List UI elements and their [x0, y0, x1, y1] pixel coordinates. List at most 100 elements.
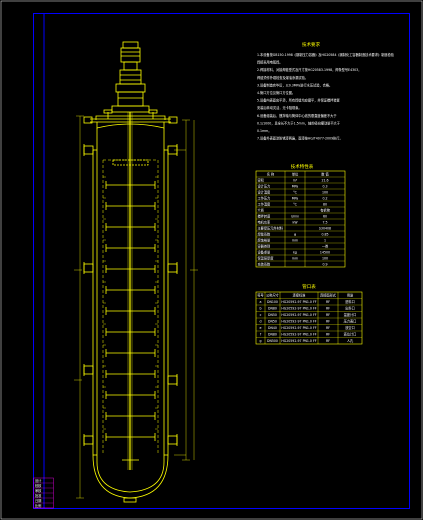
- nozzle-table-cell: HG20592-97 PN1.0 FF: [281, 300, 316, 304]
- tech-req-line: 0.1/1000，且全长不大于1.5mm，轴的径向摆动量不大于: [257, 120, 341, 125]
- tech-table-cell: 100: [322, 257, 328, 261]
- nozzle-table-header: 连接标准: [293, 293, 307, 298]
- nozzle-table-cell: b: [259, 307, 261, 311]
- nozzle-table-cell: a: [260, 300, 262, 304]
- left-dimension-lines: [74, 115, 84, 499]
- reactor-vessel-drawing: [74, 41, 198, 503]
- tech-table-cell: mm: [292, 239, 298, 243]
- nozzle-table-cell: DN80: [268, 307, 277, 311]
- nozzle: [83, 365, 94, 375]
- tech-table-cell: 设备重量: [258, 250, 272, 255]
- tech-req-line: 3.设备制造完毕后，以0.3MPa进行水压试验，合格。: [257, 82, 332, 87]
- tech-table-cell: 0.85: [321, 233, 328, 237]
- tech-table-cell: 容积: [258, 178, 265, 183]
- nozzle-table-cell: DN100: [267, 300, 278, 304]
- top-distributor: [112, 159, 149, 166]
- nozzle-table-header: 符号: [257, 293, 263, 298]
- nozzle-table-cell: DN50: [268, 313, 277, 317]
- title-block-label: 设计: [35, 478, 42, 483]
- tech-table-header: 名 称: [267, 172, 275, 177]
- nozzle-table-header: 用途: [347, 293, 354, 298]
- nozzle-table-cell: HG20592-97 PN1.0 FF: [281, 339, 316, 343]
- tech-table-cell: 0.3: [322, 185, 327, 189]
- nozzle-table-cell: e: [260, 326, 262, 330]
- nozzle-table-cell: HG20592-97 PN1.0 FF: [281, 326, 316, 330]
- tech-table-cell: 主要受压元件材料: [258, 226, 284, 231]
- title-block-label: 批准: [35, 493, 42, 498]
- tech-table-cell: 14500: [320, 251, 330, 255]
- tech-req-line: 0.1mm。: [257, 129, 271, 133]
- tech-req-line: 1.本设备按GB150-1998《钢制压力容器》及HG20584《钢制化工容器制…: [257, 52, 395, 57]
- tech-table-cell: 设计温度: [258, 190, 272, 195]
- vessel-shell: [92, 128, 169, 462]
- tech-table-cell: 60: [323, 215, 327, 219]
- nozzle-table-cell: 压力表口: [344, 319, 357, 324]
- tech-table-cell: 0.2: [322, 197, 327, 201]
- tech-table-cell: 0.9: [322, 263, 327, 267]
- tech-table-cell: φ: [294, 233, 296, 237]
- nozzle-table-cell: RF: [326, 313, 330, 317]
- tech-table-header: 单位: [292, 172, 299, 177]
- nozzle-table-cell: c: [260, 313, 262, 317]
- nozzle-table-title: 管口表: [302, 283, 316, 290]
- tech-table-cell: S30408: [319, 227, 331, 231]
- tech-req-line: 安装后转动灵活，无卡阻现象。: [257, 105, 302, 110]
- tech-table-header: 数 值: [321, 172, 329, 177]
- nozzle-table-cell: DN80: [268, 333, 277, 337]
- nozzle: [83, 145, 94, 155]
- tech-table-cell: 工作温度: [258, 202, 272, 207]
- tech-table-title: 技术特性表: [291, 163, 314, 170]
- nozzle-table-cell: RF: [326, 300, 330, 304]
- tech-table-cell: mm: [292, 257, 298, 261]
- tech-table-cell: MPa: [292, 197, 299, 201]
- tech-table-cell: 80: [323, 203, 327, 207]
- drawing-border: [33, 13, 410, 509]
- tech-table-cell: 100: [322, 191, 328, 195]
- nozzle-table-cell: 人孔: [347, 338, 354, 343]
- nozzle: [167, 375, 178, 385]
- nozzle-table-cell: DN40: [268, 326, 277, 330]
- title-block-label: 日期: [35, 498, 41, 503]
- nozzle-table-cell: DN50: [268, 320, 277, 324]
- tech-req-lines: 1.本设备按GB150-1998《钢制压力容器》及HG20584《钢制化工容器制…: [257, 52, 395, 141]
- nozzle-table-cell: RF: [326, 320, 330, 324]
- title-block-label: 校核: [35, 483, 42, 488]
- tech-table-cell: 保温层厚度: [258, 256, 275, 261]
- title-block-label: 比例: [35, 503, 41, 508]
- technical-requirements: 技术要求 1.本设备按GB150-1998《钢制压力容器》及HG20584《钢制…: [257, 41, 395, 141]
- tech-table-cell: 充装系数: [258, 262, 272, 267]
- drive-motor: [111, 41, 150, 113]
- tech-table-cell: 工作压力: [258, 196, 271, 201]
- nozzle-table-cell: g: [259, 339, 261, 343]
- nozzle-table-cell: RF: [326, 333, 330, 337]
- tech-table-cell: 电机功率: [258, 220, 272, 225]
- tech-table-cell: 介质: [258, 208, 265, 213]
- nozzle-table-cell: 放空口: [345, 325, 355, 330]
- tech-table-cell: 搅拌转速: [258, 214, 272, 219]
- nozzle-table-cell: 进料口: [345, 299, 355, 304]
- tech-req-line: 4.管口方位见管口方位图。: [257, 90, 295, 95]
- tech-req-line: 焊缝须作外观检查及煤油渗漏试验。: [257, 75, 308, 80]
- nozzle-table-cell: HG20592-97 PN1.0 FF: [281, 333, 316, 337]
- tech-table-cell: m³: [293, 179, 298, 183]
- nozzle-table-cell: RF: [326, 326, 330, 330]
- agitator-blades: [103, 176, 158, 441]
- nozzle: [167, 263, 178, 273]
- tech-table-cell: 7.5: [322, 221, 327, 225]
- tech-table-cell: kg: [293, 251, 297, 255]
- tech-table-cell: 腐蚀裕量: [258, 238, 272, 243]
- tech-req-line: 6.设备组装后，搅拌轴与筒体中心线的垂直度偏差不大于: [257, 113, 337, 118]
- nozzle-table-header: 连接面形式: [320, 293, 337, 298]
- nozzle: [83, 435, 94, 445]
- nozzle-table-cell: DN500: [267, 339, 278, 343]
- nozzle-table-cell: f: [260, 333, 262, 337]
- agitator-shaft: [127, 112, 133, 470]
- nozzle-table-cell: HG20592-97 PN1.0 FF: [281, 320, 316, 324]
- tech-table-cell: °C: [293, 203, 298, 207]
